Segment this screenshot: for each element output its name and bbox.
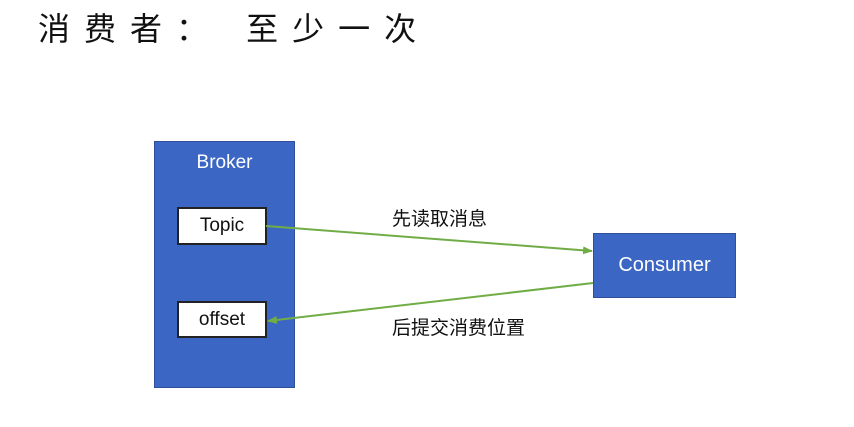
consumer-label: Consumer (618, 254, 711, 276)
topic-label: Topic (199, 215, 245, 236)
broker-label: Broker (196, 152, 253, 173)
offset-label: offset (198, 308, 246, 330)
commit-arrow (267, 282, 594, 324)
offset-box: offset (177, 301, 267, 338)
read-arrow (265, 225, 593, 255)
page-title: 消费者： 至少一次 (38, 10, 431, 48)
commit-offset-label: 后提交消费位置 (392, 317, 526, 339)
consumer-box: Consumer (593, 233, 736, 298)
read-message-label: 先读取消息 (392, 208, 488, 230)
